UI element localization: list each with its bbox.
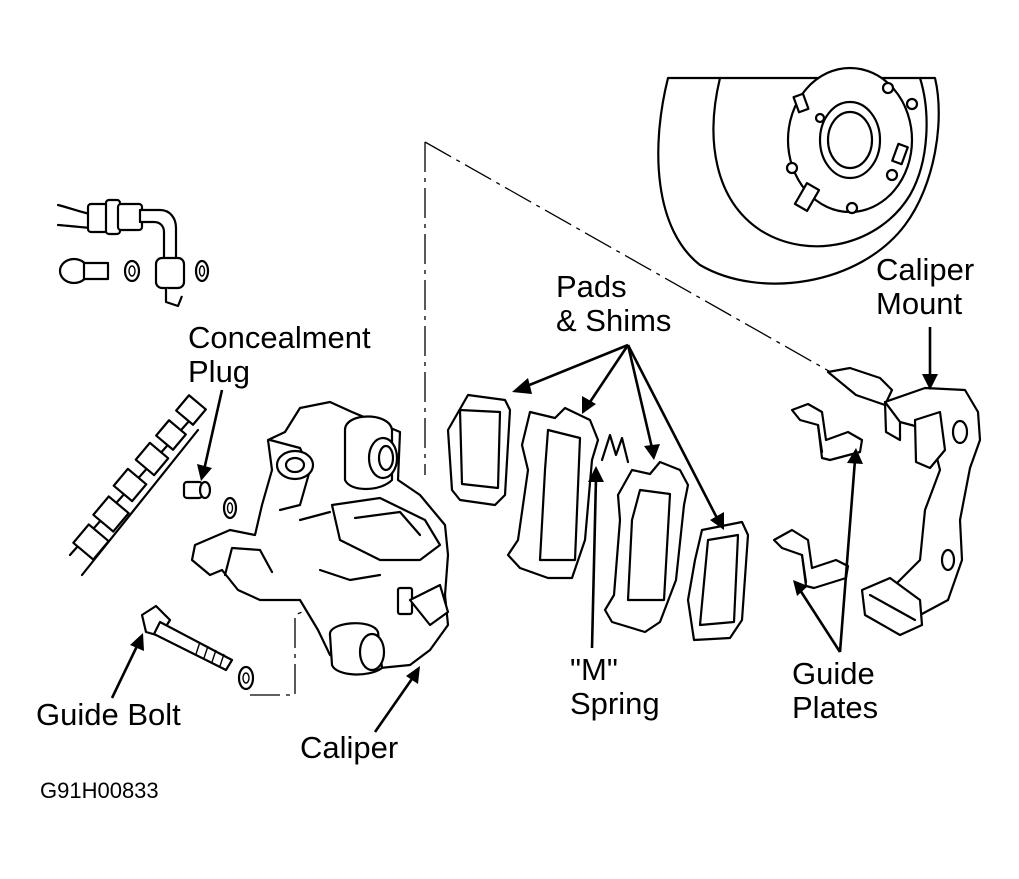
brake-pad-outer (603, 460, 690, 634)
label-concealment-plug-line2: Plug (188, 354, 251, 389)
guide-plate-upper (790, 402, 864, 462)
pad-shim-inner (686, 520, 750, 642)
label-guide-plates-line2: Plates (792, 690, 879, 725)
concealment-plug (182, 480, 238, 520)
caliper-mount (826, 366, 982, 637)
m-spring (600, 433, 630, 464)
label-caliper-mount-line2: Mount (876, 286, 963, 321)
label-pads-shims-line1: Pads (556, 269, 627, 304)
label-m-spring-line2: Spring (570, 686, 660, 721)
label-guide-plates-line1: Guide (792, 656, 875, 691)
label-leader-arrows (110, 327, 938, 733)
brake-pad-inner (506, 406, 600, 580)
brake-rotor (657, 66, 940, 285)
guide-bolt (140, 604, 255, 691)
label-m-spring-line1: "M" (570, 652, 618, 687)
guide-plate-lower (772, 528, 850, 590)
pad-shim-outer (446, 393, 512, 507)
label-concealment-plug-line1: Concealment (188, 320, 371, 355)
label-caliper-mount-line1: Caliper (876, 252, 975, 287)
label-guide-bolt: Guide Bolt (36, 697, 181, 732)
label-caliper: Caliper (300, 730, 399, 765)
caliper-body (190, 400, 450, 676)
figure-code: G91H00833 (40, 778, 159, 803)
alignment-line (424, 141, 881, 401)
label-pads-shims-line2: & Shims (556, 303, 672, 338)
brake-hose-fitting (56, 198, 210, 308)
brake-hose (68, 394, 207, 577)
